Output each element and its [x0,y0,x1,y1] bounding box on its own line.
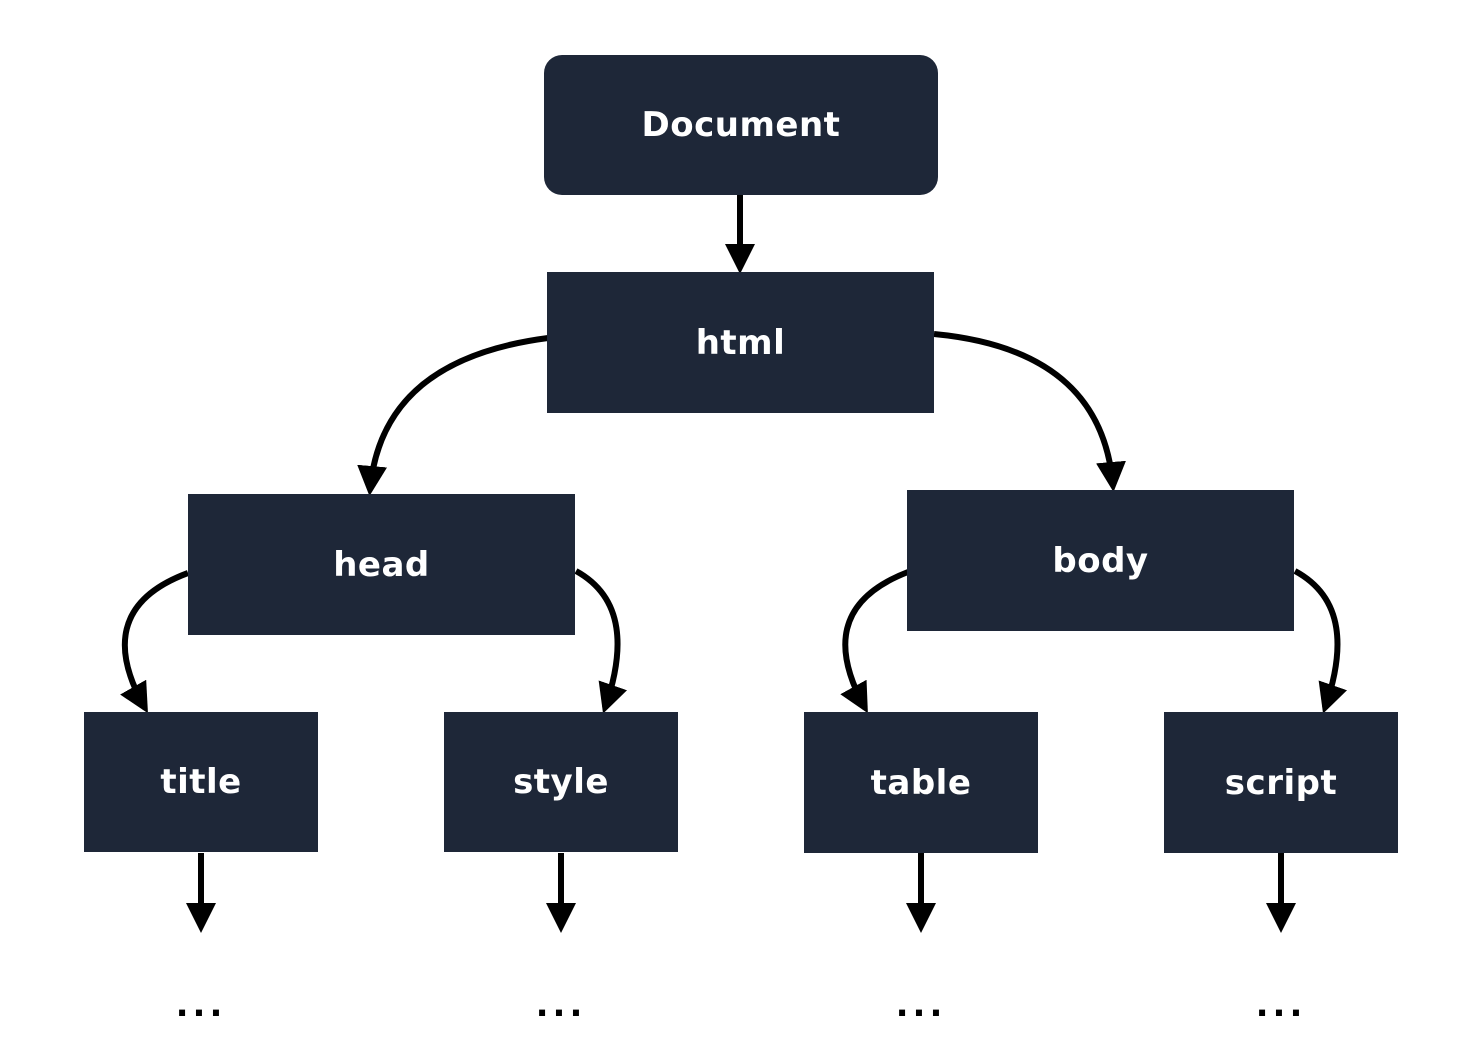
edge-html-body [933,331,1126,492]
node-html: html [547,272,934,413]
table-continuation-ellipsis: ... [895,985,947,1025]
node-title: title [84,712,318,852]
edge-html-head [357,335,549,496]
script-continuation-ellipsis: ... [1255,985,1307,1025]
edge-body-table [840,569,910,714]
edge-head-title [120,570,190,714]
node-script: script [1164,712,1398,853]
node-document: Document [544,55,938,195]
node-body: body [907,490,1294,631]
title-continuation-ellipsis: ... [175,985,227,1025]
node-head: head [188,494,575,635]
edge-head-style [574,568,627,714]
style-continuation-ellipsis: ... [535,985,587,1025]
node-table: table [804,712,1038,853]
node-style: style [444,712,678,852]
edge-body-script [1293,568,1347,714]
